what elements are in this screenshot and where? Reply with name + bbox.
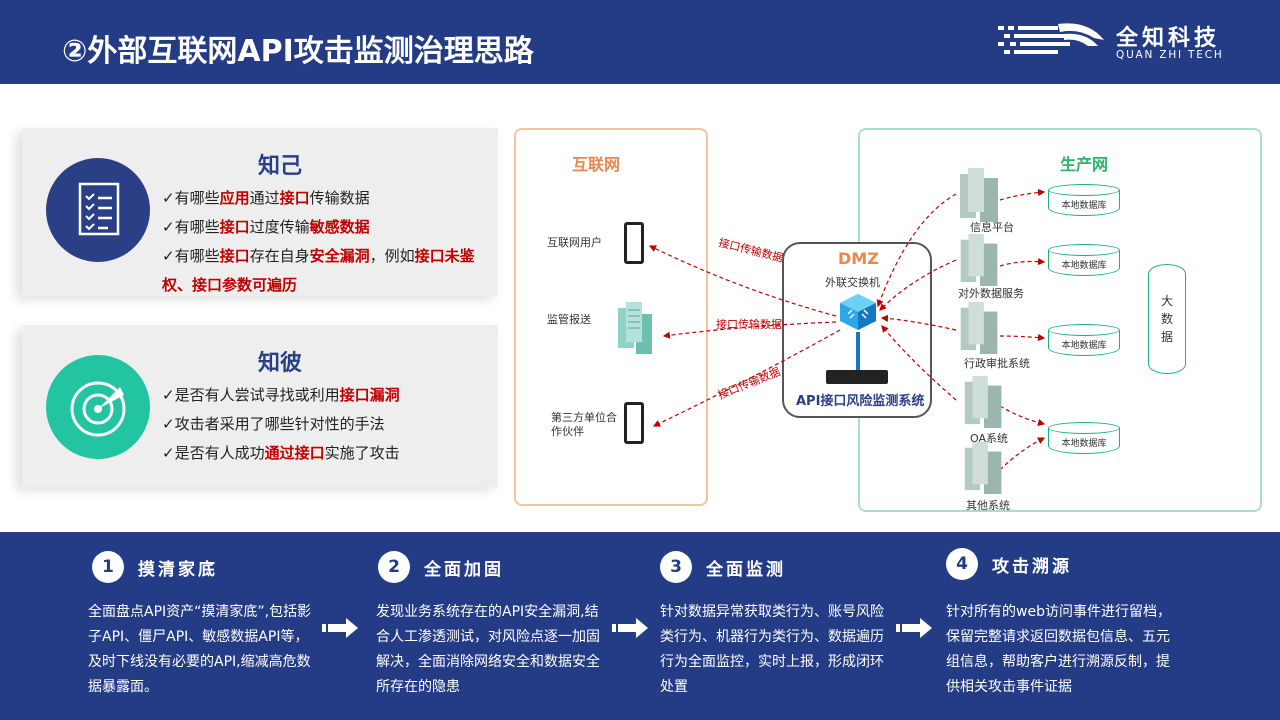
dmz-zone-frame (782, 242, 932, 418)
step-description: 针对数据异常获取类行为、账号风险类行为、机器行为类行为、数据遍历行为全面监控，实… (660, 604, 884, 695)
step-description: 发现业务系统存在的API安全漏洞,结合人工渗透测试，对风险点逐一加固解决，全面消… (376, 604, 600, 695)
logo-text-cn: 全知科技 (1116, 26, 1221, 51)
internet-node-label: 第三方单位合作伙伴 (551, 411, 617, 438)
monitor-appliance-icon (826, 370, 888, 384)
know-other-list: ✓是否有人尝试寻找或利用接口漏洞 ✓攻击者采用了哪些针对性的手法 ✓是否有人成功通过… (162, 381, 488, 468)
bullet-text: ✓攻击者采用了哪些针对性的手法 (162, 415, 385, 433)
phone-icon (624, 222, 644, 264)
bullet-line: ✓有哪些应用通过接口传输数据 (162, 184, 488, 213)
internet-zone-frame (514, 128, 708, 506)
highlight-text: 安全漏洞 (309, 247, 370, 265)
bullet-text: ✓是否有人尝试寻找或利用 (162, 386, 340, 404)
bullet-text: ✓有哪些 (162, 247, 220, 265)
local-database-label: 本地数据库 (1061, 341, 1107, 351)
know-other-title: 知彼 (258, 351, 303, 376)
server-icon (964, 375, 1002, 428)
know-self-badge (46, 158, 150, 262)
radar-icon (70, 381, 126, 437)
dmz-connector-line (856, 332, 860, 372)
know-self-title: 知己 (258, 154, 303, 179)
bullet-line: ✓有哪些接口存在自身安全漏洞，例如接口未鉴权、接口参数可遍历 (162, 242, 488, 300)
production-system-label: 对外数据服务 (958, 287, 1024, 300)
bullet-line: ✓是否有人尝试寻找或利用接口漏洞 (162, 381, 488, 410)
bullet-text: 存在自身 (249, 247, 310, 265)
bullet-text: ，例如 (369, 247, 415, 265)
local-database-label: 本地数据库 (1061, 201, 1107, 211)
bullet-text: ✓有哪些 (162, 218, 220, 236)
step-title: 攻击溯源 (992, 557, 1072, 577)
internet-node-label: 互联网用户 (547, 236, 602, 249)
checklist-icon (78, 182, 120, 236)
dmz-system-label: API接口风险监测系统 (796, 394, 925, 409)
bullet-line: ✓是否有人成功通过接口实施了攻击 (162, 439, 488, 468)
bullet-line: ✓攻击者采用了哪些针对性的手法 (162, 410, 488, 439)
highlight-text: 接口 (279, 189, 310, 207)
bullet-line: ✓有哪些接口过度传输敏感数据 (162, 213, 488, 242)
production-system-label: OA系统 (970, 432, 1008, 445)
know-self-list: ✓有哪些应用通过接口传输数据✓有哪些接口过度传输敏感数据✓有哪些接口存在自身安全… (162, 184, 488, 300)
highlight-text: 应用 (219, 189, 250, 207)
bullet-text: 过度传输 (249, 218, 310, 236)
highlight-text: 接口 (219, 247, 250, 265)
local-database: 本地数据库 (1048, 422, 1120, 458)
step-number: 3 (660, 551, 692, 583)
switch-cube-icon (840, 294, 876, 330)
step-number: 4 (946, 548, 978, 580)
local-database: 本地数据库 (1048, 184, 1120, 220)
step-description: 全面盘点API资产“摸清家底”,包括影子API、僵尸API、敏感数据API等，及… (88, 604, 312, 695)
internet-node-label: 监管报送 (547, 313, 591, 326)
page-title: ②外部互联网API攻击监测治理思路 (62, 34, 534, 69)
highlight-text: 通过接口 (264, 444, 325, 462)
arrow-label: 接口传输数据 (716, 318, 782, 331)
bigdata-store: 大数据 (1148, 264, 1186, 374)
arrow-right-icon (896, 618, 932, 638)
local-database-label: 本地数据库 (1061, 439, 1107, 449)
phone-icon (624, 402, 644, 444)
production-flow-arrows (876, 188, 1046, 471)
know-other-badge (46, 355, 150, 459)
know-self-panel: 知己 ✓有哪些应用通过接口传输数据✓有哪些接口过度传输敏感数据✓有哪些接口存在自… (22, 128, 498, 296)
highlight-text: 敏感数据 (309, 218, 370, 236)
arrow-right-icon (322, 618, 358, 638)
production-system-label: 其他系统 (966, 499, 1010, 512)
local-database: 本地数据库 (1048, 324, 1120, 360)
bullet-text: 实施了攻击 (324, 444, 400, 462)
server-icon (960, 301, 998, 354)
bigdata-label: 大数据 (1160, 294, 1173, 344)
server-icon (618, 302, 652, 354)
step-title: 全面监测 (706, 560, 786, 580)
highlight-text: 接口未鉴权、接口参数可遍历 (162, 247, 475, 294)
highlight-text: 接口 (219, 218, 250, 236)
server-icon (960, 233, 998, 286)
bullet-text: 传输数据 (309, 189, 370, 207)
local-database-label: 本地数据库 (1061, 261, 1107, 271)
arrow-right-icon (612, 618, 648, 638)
know-other-panel: 知彼 ✓是否有人尝试寻找或利用接口漏洞 ✓攻击者采用了哪些针对性的手法 ✓是否有人成… (22, 325, 498, 487)
company-logo: 全知科技 QUAN ZHI TECH (998, 18, 1258, 68)
server-icon (960, 168, 998, 222)
bullet-text: ✓是否有人成功 (162, 444, 265, 462)
production-system-label: 信息平台 (970, 221, 1014, 234)
local-database: 本地数据库 (1048, 244, 1120, 280)
production-system-label: 行政审批系统 (964, 357, 1030, 370)
bullet-text: 通过 (249, 189, 280, 207)
step-title: 摸清家底 (138, 560, 218, 580)
production-zone-label: 生产网 (1060, 155, 1109, 174)
dmz-switch-label: 外联交换机 (825, 276, 880, 289)
step-description: 针对所有的web访问事件进行留档，保留完整请求返回数据包信息、五元组信息，帮助客… (946, 604, 1171, 695)
logo-text-en: QUAN ZHI TECH (1116, 49, 1224, 61)
highlight-text: 接口漏洞 (339, 386, 400, 404)
logo-mark-icon (998, 23, 1104, 54)
step-title: 全面加固 (424, 560, 504, 580)
header-bar: ②外部互联网API攻击监测治理思路 全知科技 QUAN ZHI TECH (0, 0, 1280, 84)
dmz-zone-label: DMZ (838, 249, 879, 268)
step-number: 1 (92, 551, 124, 583)
bullet-text: ✓有哪些 (162, 189, 220, 207)
step-number: 2 (378, 551, 410, 583)
server-icon (964, 441, 1002, 494)
data-flow-arrows (648, 245, 840, 427)
internet-zone-label: 互联网 (572, 155, 621, 174)
